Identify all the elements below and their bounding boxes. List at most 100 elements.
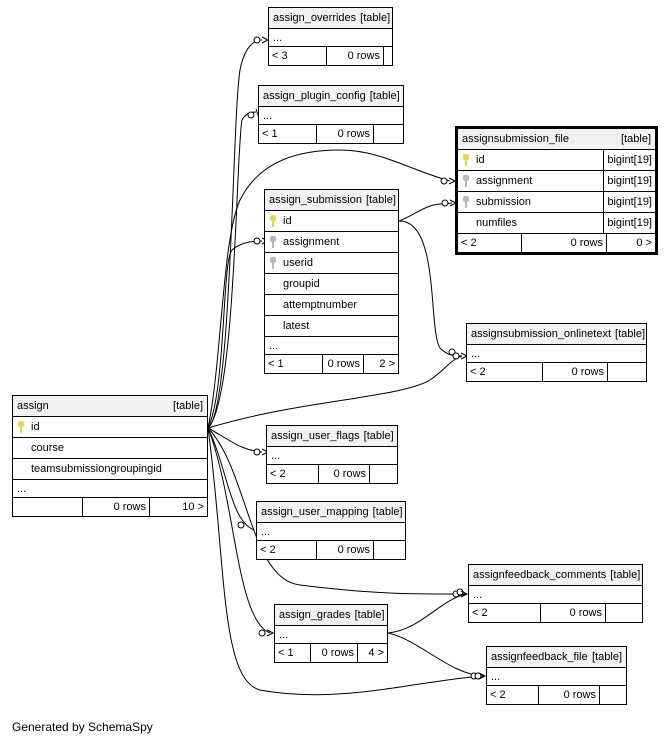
table-stats: < 2 0 rows 0 > (458, 234, 655, 252)
column-row: userid (265, 253, 398, 274)
parent-count: < 1 (275, 644, 311, 662)
crowfoot (266, 629, 275, 637)
table-type: [table] (621, 133, 651, 145)
edge-end-circle (474, 672, 482, 680)
table-assign-submission[interactable]: assign_submission [table] id assignment … (264, 189, 399, 374)
column-type: bigint[19] (603, 213, 655, 233)
table-name: assign_overrides (273, 12, 357, 24)
table-assign-plugin-config[interactable]: assign_plugin_config [table] ... < 1 0 r… (258, 85, 404, 144)
more-columns: ... (487, 668, 626, 686)
column-row: attemptnumber (265, 295, 398, 316)
foreign-key-icon (270, 257, 276, 269)
table-type: [table] (592, 651, 622, 663)
parent-count: < 1 (259, 125, 317, 143)
column-row: course (13, 438, 207, 459)
column-type: bigint[19] (603, 192, 655, 212)
child-count: 4 > (357, 644, 387, 662)
edge-end-circle (448, 348, 456, 356)
table-assign-user-flags[interactable]: assign_user_flags [table] ... < 2 0 rows (266, 425, 398, 484)
table-assign[interactable]: assign [table] id course teamsubmissiong… (12, 395, 208, 517)
table-type: [table] (360, 12, 391, 24)
more-columns: ... (13, 480, 207, 498)
table-name: assign_user_flags (271, 430, 360, 442)
table-assignfeedback-file[interactable]: assignfeedback_file [table] ... < 2 0 ro… (486, 646, 627, 705)
column-name: submission (476, 196, 532, 208)
table-name: assign_user_mapping (261, 506, 369, 518)
child-count: 10 > (149, 498, 207, 516)
table-stats: 0 rows 10 > (13, 498, 207, 516)
edge-assign-grades (207, 427, 271, 634)
table-header: assign_overrides [table] (269, 8, 392, 29)
child-count (373, 125, 403, 143)
more-columns: ... (469, 586, 642, 604)
edge-submission-onlinetext (398, 220, 463, 357)
row-count: 0 rows (570, 237, 603, 249)
table-name: assign_submission (269, 194, 362, 206)
row-count: 0 rows (327, 358, 360, 370)
primary-key-icon (18, 421, 24, 433)
table-type: [table] (610, 569, 641, 581)
table-assignfeedback-comments[interactable]: assignfeedback_comments [table] ... < 2 … (468, 564, 643, 623)
column-row: assignment (265, 232, 398, 253)
row-count: 0 rows (569, 607, 602, 619)
table-stats: < 3 0 rows (269, 47, 392, 65)
edge-end-circle (237, 521, 245, 529)
table-type: [table] (173, 400, 203, 412)
table-header: assign_submission [table] (265, 190, 398, 211)
column-name: assignment (476, 175, 533, 187)
more-columns: ... (269, 29, 392, 47)
child-count (369, 465, 397, 483)
table-assignsubmission-file[interactable]: assignsubmission_file [table] id bigint[… (455, 126, 658, 255)
row-count: 0 rows (337, 128, 370, 140)
child-count: 0 > (606, 234, 655, 252)
edge-end-circle (258, 629, 266, 637)
table-name: assignsubmission_file (462, 133, 569, 145)
column-name: latest (283, 320, 310, 332)
edge-end-circle (452, 352, 460, 360)
column-row: id (265, 211, 398, 232)
table-name: assign_plugin_config (263, 90, 366, 102)
table-assign-overrides[interactable]: assign_overrides [table] ... < 3 0 rows (268, 7, 393, 66)
parent-count: < 2 (469, 604, 541, 622)
child-count: 2 > (363, 355, 398, 373)
column-row: numfiles bigint[19] (458, 213, 655, 234)
more-columns: ... (265, 337, 398, 355)
foreign-key-icon (463, 175, 469, 187)
foreign-key-icon (270, 236, 276, 248)
table-header: assignfeedback_comments [table] (469, 565, 642, 586)
edge-assign-submission (207, 240, 263, 429)
row-count: 0 rows (337, 544, 370, 556)
column-row: id bigint[19] (458, 150, 655, 171)
parent-count: < 2 (257, 541, 317, 559)
table-header: assign_user_mapping [table] (257, 502, 405, 523)
table-header: assign_grades [table] (275, 605, 387, 626)
table-stats: < 2 0 rows (267, 465, 397, 483)
column-name: course (31, 442, 65, 454)
column-row: submission bigint[19] (458, 192, 655, 213)
column-name: id (476, 154, 485, 166)
table-stats: < 2 0 rows (467, 363, 646, 381)
table-header: assignsubmission_file [table] (458, 129, 655, 150)
table-assign-user-mapping[interactable]: assign_user_mapping [table] ... < 2 0 ro… (256, 501, 406, 560)
edge-end-circle (440, 177, 448, 185)
table-type: [table] (365, 194, 396, 206)
row-count: 0 rows (571, 366, 604, 378)
table-type: [table] (615, 328, 645, 340)
table-assign-grades[interactable]: assign_grades [table] ... < 1 0 rows 4 > (274, 604, 388, 663)
column-row: groupid (265, 274, 398, 295)
table-name: assignfeedback_comments (473, 569, 607, 581)
edge-assign-user-mapping (207, 427, 255, 531)
edge-assign-submission-file (207, 149, 451, 429)
generated-by-footer: Generated by SchemaSpy (12, 720, 153, 734)
edge-end-circle (253, 448, 261, 456)
column-name: attemptnumber (283, 299, 357, 311)
table-assignsubmission-onlinetext[interactable]: assignsubmission_onlinetext [table] ... … (466, 323, 647, 382)
table-stats: < 2 0 rows (487, 686, 626, 704)
more-columns: ... (275, 626, 387, 644)
more-columns: ... (259, 107, 403, 125)
more-columns: ... (467, 345, 646, 363)
edge-end-circle (247, 111, 255, 119)
table-header: assign_user_flags [table] (267, 426, 397, 447)
row-count: 0 rows (563, 689, 596, 701)
table-name: assignsubmission_onlinetext (471, 328, 612, 340)
